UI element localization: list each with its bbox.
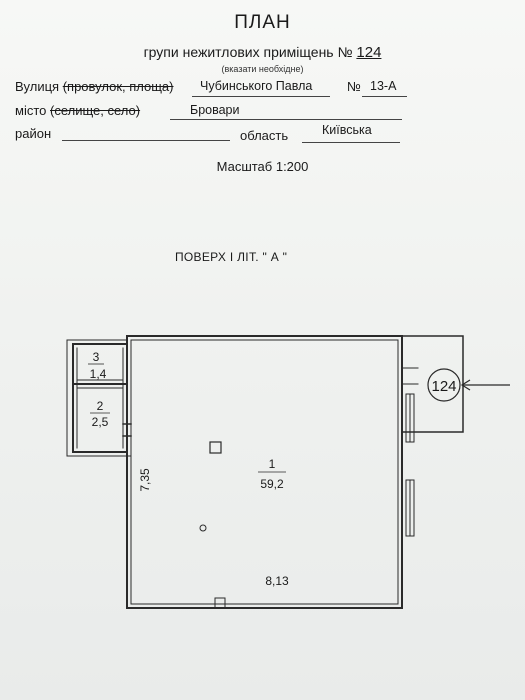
room-1-area: 59,2 (260, 477, 284, 491)
room-3-area: 1,4 (90, 367, 107, 381)
region-label: область (240, 128, 289, 143)
marker-circle (427, 368, 461, 402)
scale-label: Масштаб 1:200 (216, 159, 309, 174)
district-label: район (15, 126, 52, 141)
region-value: Київська (322, 123, 372, 137)
page-title: ПЛАН (234, 12, 291, 33)
dimension-height: 7,35 (138, 468, 152, 492)
house-label: № (347, 79, 361, 94)
room-1-outline (126, 335, 403, 609)
street-label-struck: (провулок, площа) (62, 79, 174, 94)
house-underline (362, 96, 407, 97)
room-2-area: 2,5 (92, 415, 109, 429)
marker-arrow (460, 379, 510, 391)
floor-drain (199, 524, 207, 532)
city-label-struck: (селище, село) (50, 103, 141, 118)
subtitle-note: (вказати необхідне) (221, 64, 304, 74)
plan-subtitle: групи нежитлових приміщень № 124 (0, 44, 525, 61)
column (209, 441, 222, 454)
district-underline (62, 140, 230, 141)
room-3-number: 3 (93, 350, 100, 364)
city-label: місто (селище, село) (15, 103, 140, 118)
house-value: 13-А (370, 79, 397, 93)
dimension-width: 8,13 (265, 574, 289, 588)
room-2-number: 2 (97, 399, 104, 413)
street-underline (192, 96, 330, 97)
region-underline (302, 142, 400, 143)
city-value: Бровари (190, 103, 240, 117)
subtitle-prefix: групи нежитлових приміщень № (143, 44, 353, 60)
street-label: Вулиця (провулок, площа) (15, 79, 174, 94)
marker-number: 124 (431, 378, 456, 395)
city-underline (170, 119, 402, 120)
street-label-main: Вулиця (15, 79, 60, 94)
floor-label: ПОВЕРХ І ЛІТ. " А " (175, 250, 288, 264)
city-label-main: місто (15, 103, 47, 118)
room-1-number: 1 (269, 457, 276, 471)
street-value: Чубинського Павла (200, 79, 313, 93)
group-number: 124 (356, 44, 382, 61)
